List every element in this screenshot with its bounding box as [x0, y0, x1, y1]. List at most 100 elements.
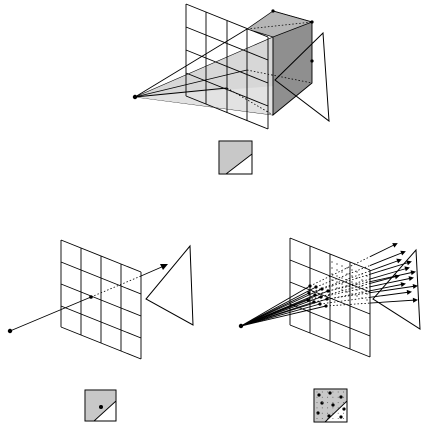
stipple-dot [337, 407, 339, 409]
stipple-dot [336, 263, 338, 265]
supersample-ray [240, 301, 315, 327]
stipple-dot [341, 277, 343, 279]
sample-point [89, 295, 93, 299]
supersample-ray [240, 292, 310, 327]
stipple-dot [356, 289, 358, 291]
stipple-dot [332, 407, 334, 409]
sample-point [318, 302, 322, 306]
stipple-dot [341, 289, 343, 291]
eye-point [238, 323, 244, 329]
stipple-dot [351, 281, 353, 283]
arrowhead [410, 270, 416, 276]
pixel-single-sample-icon [84, 389, 117, 422]
sample-dot [342, 407, 346, 411]
stipple-dot [316, 412, 318, 414]
stipple-dot [321, 396, 323, 398]
stipple-dot [343, 391, 344, 393]
supersample-ray-exit [369, 277, 413, 288]
frustum-hidden-edge-1 [246, 21, 313, 30]
sample-dot [339, 415, 343, 419]
arrowhead [396, 258, 402, 264]
stipple-dot [332, 418, 334, 419]
primary-ray [9, 296, 92, 332]
stipple-dot [361, 297, 363, 299]
stipple-dot [336, 269, 338, 271]
stipple-dot [321, 412, 323, 414]
stipple-dot [332, 396, 334, 398]
stipple-dot [321, 391, 323, 393]
sample-point [312, 300, 316, 304]
stipple-dot [346, 267, 348, 269]
frustum-edge-mid [134, 69, 248, 98]
image-plane-grid [185, 3, 269, 130]
stipple-dot [366, 287, 368, 289]
supersample-ray-hidden [307, 283, 371, 301]
sample-point [307, 291, 311, 295]
stipple-dot [356, 283, 358, 285]
stipple-dot [346, 279, 348, 281]
supersample-ray-hidden [320, 286, 371, 298]
supersample-ray-hidden [313, 290, 371, 303]
stipple-dot [316, 396, 318, 398]
stipple-dot [327, 391, 329, 393]
stipple-dot [356, 271, 358, 273]
stipple-dot [351, 269, 353, 271]
supersample-ray [240, 299, 309, 327]
stipple-dot [331, 267, 333, 269]
stipple-dot [351, 275, 353, 277]
arrowhead [412, 297, 418, 303]
supersample-ray-exit [369, 291, 411, 298]
stipple-dot [327, 402, 329, 404]
frustum-edge-bottom [134, 87, 228, 98]
supersample-ray-exit [369, 259, 401, 272]
stipple-dot [361, 273, 363, 275]
stipple-dot [337, 418, 339, 419]
sample-point [326, 289, 330, 293]
stipple-dot [316, 407, 318, 409]
arrowhead [160, 264, 168, 270]
sample-dot [327, 414, 331, 418]
supersample-ray-hidden [314, 278, 371, 296]
sample-dot [339, 395, 343, 399]
stipple-dot [336, 275, 338, 277]
stipple-dot [327, 407, 329, 409]
stipple-dot [327, 396, 329, 398]
supersample-ray-hidden [326, 292, 371, 300]
stipple-dot [351, 293, 353, 295]
stipple-dot [331, 261, 333, 263]
stipple-dot [336, 287, 338, 289]
sample-dot [317, 393, 321, 397]
stipple-dot [343, 396, 344, 398]
eye-point [132, 94, 138, 100]
stipple-dot [321, 407, 323, 409]
stipple-dot [356, 295, 358, 297]
stipple-dot [343, 407, 344, 409]
supersample-ray-hidden [321, 273, 371, 290]
stipple-dot [316, 418, 318, 419]
stipple-dot [332, 391, 334, 393]
supersample-ray-hidden [309, 256, 371, 287]
stipple-dot [341, 283, 343, 285]
supersample-ray-exit [369, 275, 399, 284]
image-plane-grid [289, 237, 371, 358]
eye-point [7, 328, 13, 334]
sample-dot [328, 391, 332, 395]
arrowhead [412, 283, 418, 289]
supersample-ray-exit [369, 285, 417, 294]
stipple-dot [321, 402, 323, 404]
stipple-dot [331, 285, 333, 287]
stipple-dot [366, 293, 368, 295]
stipple-dot [343, 402, 344, 404]
stipple-dot [343, 412, 344, 414]
supersample-ray-hidden [327, 281, 371, 292]
stipple-dot [327, 418, 329, 419]
stipple-dot [331, 273, 333, 275]
stipple-dot [356, 277, 358, 279]
frustum-corner-dot [271, 9, 275, 13]
supersample-ray-hidden [325, 302, 371, 307]
arrowhead [404, 266, 410, 272]
sample-point [314, 285, 318, 289]
supersample-ray-hidden [308, 270, 371, 294]
